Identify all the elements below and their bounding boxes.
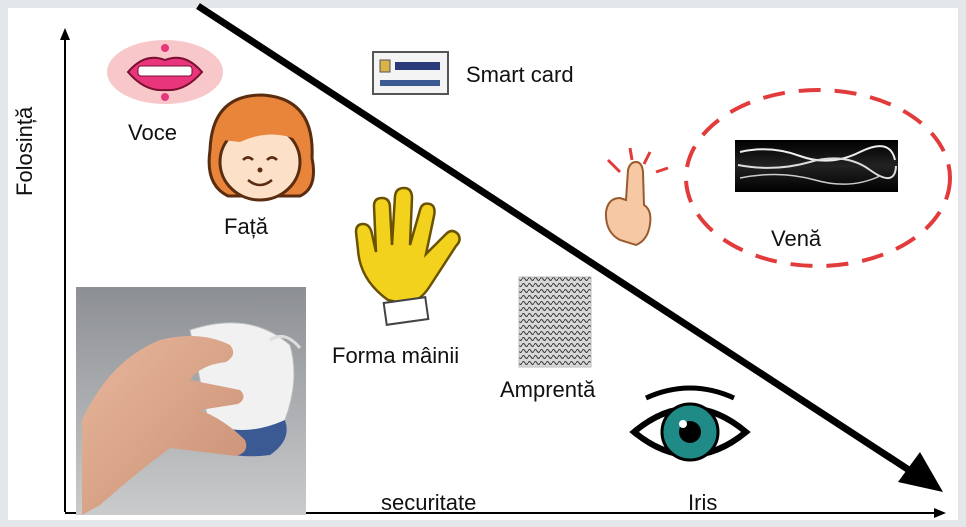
eye-icon (629, 385, 751, 462)
hand-icon (354, 186, 461, 326)
label-iris: Iris (688, 490, 718, 515)
y-axis (60, 28, 70, 512)
fingerprint-icon (518, 276, 592, 368)
y-axis-label: Folosință (12, 106, 37, 196)
x-axis-label: securitate (381, 490, 477, 515)
label-vena: Venă (771, 226, 822, 251)
label-fata: Față (224, 214, 269, 239)
palm-scanner-photo (76, 287, 306, 515)
label-amprenta: Amprentă (500, 377, 596, 402)
lips-icon (107, 40, 223, 104)
vein-scan-icon (684, 88, 952, 268)
smart-card-icon (372, 51, 449, 95)
label-voce: Voce (128, 120, 177, 145)
label-smart-card: Smart card (466, 62, 574, 87)
face-icon (207, 93, 315, 202)
finger-icon (604, 147, 669, 247)
trend-arrow (196, 3, 943, 492)
label-forma-mainii: Forma mâinii (332, 343, 460, 368)
